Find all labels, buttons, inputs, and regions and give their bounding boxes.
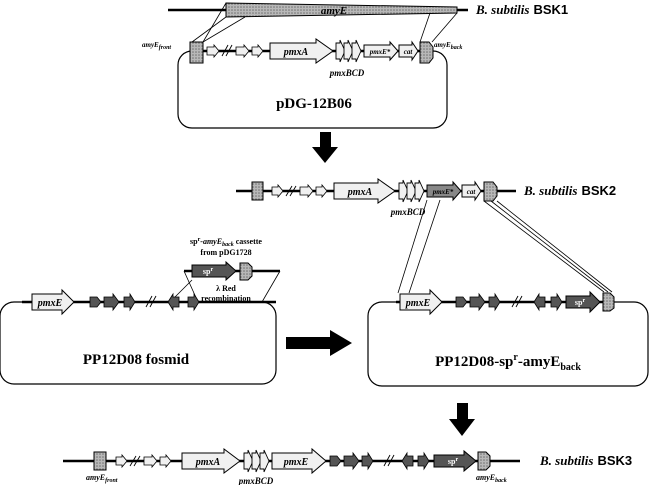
svg-text:λ Red: λ Red (216, 284, 236, 293)
amyE-label: amyE (321, 5, 347, 17)
cassette-block: spr-amyEback cassette from pDG1728 spr λ… (169, 237, 281, 303)
right-arrow-icon (286, 330, 352, 356)
svg-text:pmxE*: pmxE* (432, 188, 454, 196)
svg-text:pmxBCD: pmxBCD (238, 476, 274, 485)
crossover-lines-2 (397, 199, 613, 294)
pmxE-gene-fosmid (31, 288, 75, 316)
spr-gene-fosmid (565, 290, 601, 314)
bsk1-chromosome: amyE (168, 2, 468, 18)
svg-text:from pDG1728: from pDG1728 (200, 248, 251, 257)
cassette-label: spr-amyEback cassette (190, 237, 262, 248)
cat-gene (398, 40, 419, 62)
svg-text:pmxA: pmxA (283, 47, 309, 58)
svg-text:pmxA: pmxA (195, 457, 221, 468)
pmxBCD-genes (335, 39, 362, 63)
crossover-lines-1 (191, 2, 458, 43)
svg-text:pmxE*: pmxE* (369, 48, 391, 56)
fosmid-pp12d08-label: PP12D08 fosmid (83, 352, 190, 368)
svg-text:pmxE: pmxE (283, 457, 309, 468)
svg-text:spr: spr (203, 267, 214, 276)
amyE-back-block (419, 41, 434, 64)
amyE-back-label: amyEback (434, 41, 462, 51)
svg-text:pmxBCD: pmxBCD (329, 68, 365, 78)
pmxE-star-gene (363, 40, 399, 62)
svg-text:pmxA: pmxA (347, 187, 373, 198)
plasmid-pdg-label: pDG-12B06 (276, 96, 352, 112)
plasmid-pdg-12b06: pmxA pmxBCD pmxE* cat amyEfront amyEback… (142, 38, 462, 129)
svg-text:recombination: recombination (201, 294, 251, 303)
amyE-back-label-bsk3: amyEback (476, 473, 507, 484)
spr-gene-bsk3 (433, 449, 477, 473)
amyE-front-label-bsk3: amyEfront (86, 473, 118, 484)
svg-text:pmxBCD: pmxBCD (390, 207, 426, 217)
fosmid-sp-amyE-label: PP12D08-spr-amyEback (435, 352, 581, 373)
svg-text:pmxE: pmxE (405, 298, 431, 309)
svg-text:spr: spr (575, 298, 586, 307)
svg-text:cat: cat (404, 48, 414, 56)
bsk2-chromosome: pmxA pmxBCD pmxE* cat (236, 178, 516, 217)
down-arrow-icon (449, 403, 475, 436)
svg-text:cat: cat (467, 188, 477, 196)
bsk3-chromosome: pmxA pmxBCD pmxE spr amyEfront amyEback (63, 447, 520, 485)
svg-text:spr: spr (448, 457, 459, 466)
spr-gene-cassette (191, 260, 237, 282)
svg-text:pmxE: pmxE (37, 298, 63, 309)
fosmid-pp12d08-sp-amyE: pmxE spr PP12D08-spr-amyEback (367, 288, 649, 387)
pmxA-gene (269, 38, 334, 64)
down-arrow-icon (312, 132, 338, 163)
amyE-front-label: amyEfront (142, 41, 171, 51)
fosmid-pp12d08: pmxE PP12D08 fosmid (0, 288, 277, 385)
amyE-front-block (189, 41, 204, 64)
